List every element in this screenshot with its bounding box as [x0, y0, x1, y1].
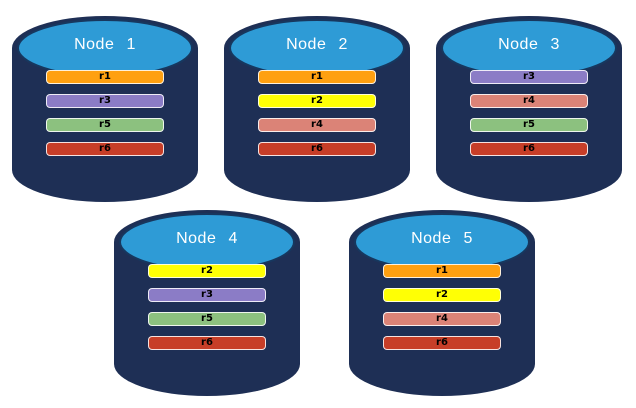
replica-list: r1 r2 r4 r6: [383, 264, 501, 350]
node-row-top: Node 1 r1 r3 r5 r6 Node 2 r1 r2 r4 r6 Node 3 r…: [10, 14, 624, 204]
replica-list: r1 r2 r4 r6: [258, 70, 376, 156]
node-title: Node 5: [411, 230, 473, 247]
database-node-1: Node 1 r1 r3 r5 r6: [10, 14, 200, 204]
node-title: Node 1: [74, 36, 136, 53]
database-node-5: Node 5 r1 r2 r4 r6: [347, 208, 537, 398]
replica-bar-r5: r5: [46, 118, 164, 132]
replica-bar-r3: r3: [470, 70, 588, 84]
replica-bar-r6: r6: [46, 142, 164, 156]
replica-bar-r3: r3: [148, 288, 266, 302]
replica-bar-r6: r6: [383, 336, 501, 350]
replica-bar-r5: r5: [470, 118, 588, 132]
replica-list: r3 r4 r5 r6: [470, 70, 588, 156]
replica-bar-r1: r1: [383, 264, 501, 278]
replica-list: r1 r3 r5 r6: [46, 70, 164, 156]
replica-list: r2 r3 r5 r6: [148, 264, 266, 350]
replica-bar-r1: r1: [46, 70, 164, 84]
replica-bar-r2: r2: [383, 288, 501, 302]
replica-bar-r2: r2: [258, 94, 376, 108]
replica-bar-r3: r3: [46, 94, 164, 108]
node-title: Node 4: [176, 230, 238, 247]
node-title: Node 3: [498, 36, 560, 53]
node-title: Node 2: [286, 36, 348, 53]
replica-bar-r1: r1: [258, 70, 376, 84]
replica-bar-r4: r4: [383, 312, 501, 326]
database-node-4: Node 4 r2 r3 r5 r6: [112, 208, 302, 398]
database-node-3: Node 3 r3 r4 r5 r6: [434, 14, 624, 204]
replica-bar-r2: r2: [148, 264, 266, 278]
replica-bar-r4: r4: [470, 94, 588, 108]
replica-bar-r5: r5: [148, 312, 266, 326]
replica-bar-r6: r6: [258, 142, 376, 156]
replica-bar-r6: r6: [470, 142, 588, 156]
database-node-2: Node 2 r1 r2 r4 r6: [222, 14, 412, 204]
replica-bar-r6: r6: [148, 336, 266, 350]
replica-bar-r4: r4: [258, 118, 376, 132]
node-row-bottom: Node 4 r2 r3 r5 r6 Node 5 r1 r2 r4 r6: [0, 208, 636, 398]
